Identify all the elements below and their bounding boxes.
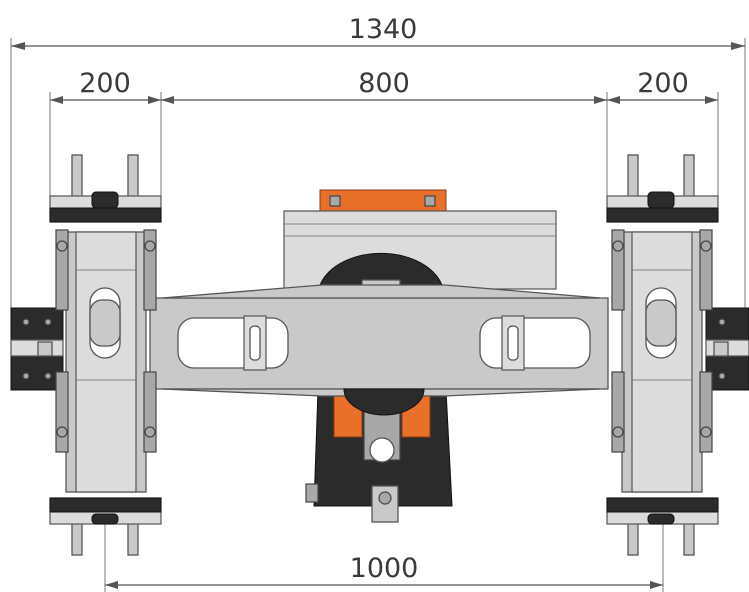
dimension-overall-label: 1340 (349, 14, 418, 45)
dimension-right-wheel-label: 200 (637, 68, 689, 99)
right-end-buffer (705, 307, 749, 391)
dimension-right-wheel: 200 (606, 68, 719, 210)
dimension-center-gap-label: 800 (358, 68, 410, 99)
left-wheel-assembly (49, 154, 162, 556)
dimension-left-wheel-label: 200 (79, 68, 131, 99)
dimension-left-wheel: 200 (49, 68, 162, 210)
right-wheel-assembly (606, 154, 719, 556)
dimension-wheel-spacing: 1000 (104, 520, 664, 592)
dimension-wheel-spacing-label: 1000 (350, 553, 419, 584)
left-end-buffer (10, 307, 64, 391)
cross-beam (149, 284, 609, 416)
dimension-center-gap: 800 (161, 68, 607, 104)
dimension-overall: 1340 (10, 14, 746, 310)
upper-housing (283, 189, 557, 299)
